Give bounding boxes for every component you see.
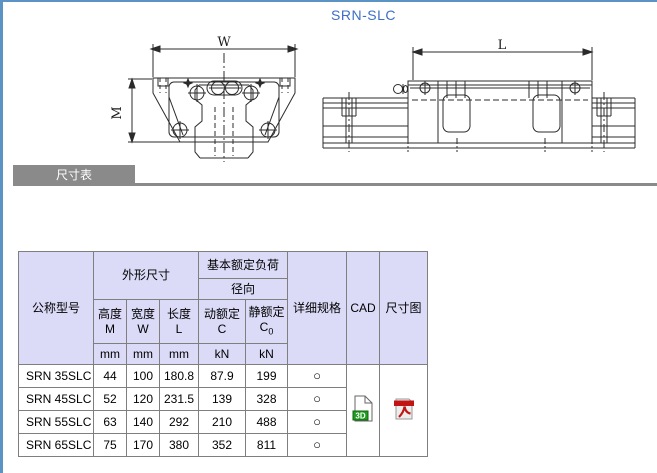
table-row: SRN 55SLC 63 140 292 210 488 ○ <box>18 410 428 434</box>
width-cell: 140 <box>126 410 160 434</box>
length-cell: 380 <box>159 433 199 457</box>
dynamic-load-cell: 352 <box>198 433 246 457</box>
unit-mm: mm <box>159 343 199 365</box>
height-dim-label: M <box>110 106 125 119</box>
side-view-svg: L <box>322 38 636 152</box>
pdf-icon[interactable] <box>379 364 428 457</box>
length-cell: 180.8 <box>159 364 199 388</box>
page-title: SRN-SLC <box>0 7 657 23</box>
detail-spec-cell: ○ <box>287 364 347 388</box>
detail-spec-link-icon[interactable]: ○ <box>313 413 321 429</box>
width-dim-label: W <box>217 35 231 50</box>
static-load-cell: 328 <box>245 387 288 411</box>
static-load-cell: 199 <box>245 364 288 388</box>
length-dim-label: L <box>498 38 507 53</box>
table-row: SRN 35SLC 44 100 180.8 87.9 199 ○ 3D <box>18 364 428 457</box>
header-dim-drawing: 尺寸图 <box>379 251 428 365</box>
svg-text:3D: 3D <box>355 411 365 420</box>
front-view-svg: W M <box>110 35 299 162</box>
detail-spec-cell: ○ <box>287 410 347 434</box>
dynamic-load-cell: 139 <box>198 387 246 411</box>
detail-spec-link-icon[interactable]: ○ <box>313 390 321 406</box>
cad-3d-icon[interactable]: 3D <box>346 364 380 457</box>
static-load-cell: 488 <box>245 410 288 434</box>
width-cell: 120 <box>126 387 160 411</box>
table-row: SRN 45SLC 52 120 231.5 139 328 ○ <box>18 387 428 411</box>
top-frame-line <box>0 0 657 2</box>
unit-kn: kN <box>198 343 246 365</box>
left-frame-line <box>0 0 3 473</box>
page-title-text: SRN-SLC <box>331 7 396 23</box>
table-row: SRN 65SLC 75 170 380 352 811 ○ <box>18 433 428 457</box>
detail-spec-link-icon[interactable]: ○ <box>313 367 321 383</box>
height-cell: 75 <box>93 433 127 457</box>
detail-spec-cell: ○ <box>287 433 347 457</box>
height-cell: 63 <box>93 410 127 434</box>
length-cell: 292 <box>159 410 199 434</box>
width-cell: 100 <box>126 364 160 388</box>
header-cad: CAD <box>346 251 380 365</box>
dynamic-load-cell: 210 <box>198 410 246 434</box>
header-radial: 径向 <box>198 278 288 300</box>
unit-mm: mm <box>93 343 127 365</box>
header-model: 公称型号 <box>18 251 94 365</box>
unit-kn: kN <box>245 343 288 365</box>
side-view-drawing: L <box>320 38 657 153</box>
banner-tab-label: 尺寸表 <box>55 168 92 182</box>
model-cell: SRN 35SLC <box>18 364 94 388</box>
detail-spec-link-icon[interactable]: ○ <box>313 436 321 452</box>
banner-tab: 尺寸表 <box>13 165 135 186</box>
unit-mm: mm <box>126 343 160 365</box>
model-cell: SRN 65SLC <box>18 433 94 457</box>
banner-rule <box>13 183 657 186</box>
model-cell: SRN 55SLC <box>18 410 94 434</box>
width-cell: 170 <box>126 433 160 457</box>
model-cell: SRN 45SLC <box>18 387 94 411</box>
header-basic-load: 基本额定负荷 <box>198 251 288 279</box>
header-outer-dims: 外形尺寸 <box>93 251 199 300</box>
section-banner: 尺寸表 <box>0 165 657 186</box>
static-load-cell: 811 <box>245 433 288 457</box>
dynamic-load-cell: 87.9 <box>198 364 246 388</box>
detail-spec-cell: ○ <box>287 387 347 411</box>
front-view-drawing: W M <box>85 35 310 165</box>
header-detail-spec: 详细规格 <box>287 251 347 365</box>
height-cell: 52 <box>93 387 127 411</box>
height-cell: 44 <box>93 364 127 388</box>
length-cell: 231.5 <box>159 387 199 411</box>
